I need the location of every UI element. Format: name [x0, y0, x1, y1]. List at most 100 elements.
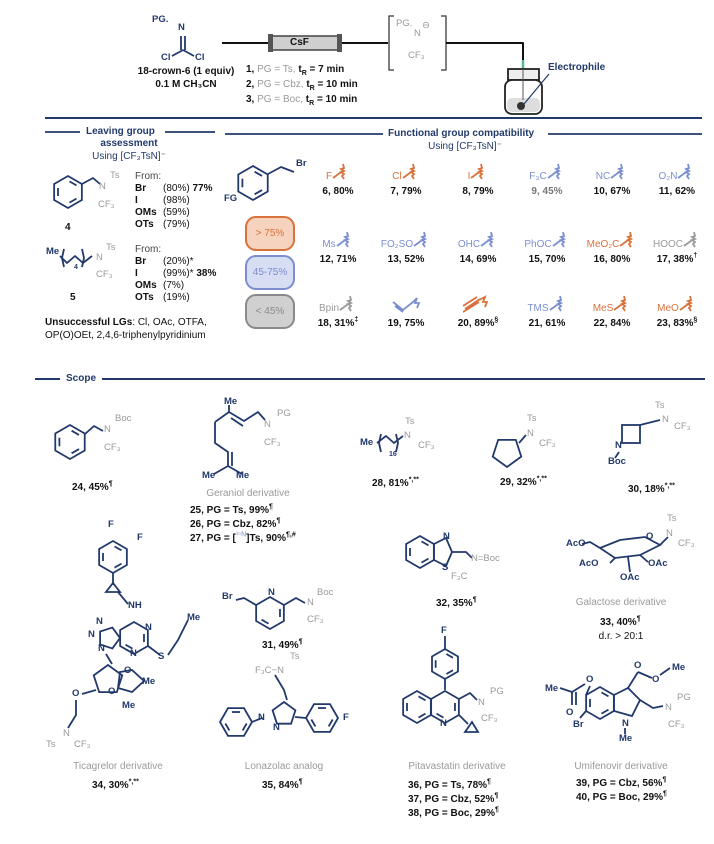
atom-cf3: CF₃ [104, 442, 121, 453]
atom-boc: Boc [115, 413, 132, 424]
footnote: ¶ [494, 792, 499, 800]
atom-n: N [96, 616, 103, 627]
ticagrelor-caption: Ticagrelor derivative [73, 761, 163, 772]
separator: , [470, 254, 477, 265]
reagent-cl-label: Cl [161, 52, 171, 63]
yield-value: 31% [334, 318, 355, 329]
yield-value: 70% [545, 254, 566, 265]
double-bond [254, 170, 263, 177]
unsuccessful-label: Unsuccessful LGs [45, 317, 133, 328]
wavy-attachment-icon [332, 163, 347, 180]
fg-result: 18, 31%‡ [301, 317, 375, 329]
atom-o: O [566, 707, 574, 718]
entry: 27, PG = [¹⁵N]Ts, 90%¶,# [190, 532, 296, 546]
bond [171, 49, 184, 57]
atom-cf3: CF₃ [668, 719, 685, 730]
entry-text: 38, PG = Boc, 29% [408, 808, 495, 819]
fg-substituent: I [441, 160, 515, 182]
double-bond [224, 723, 231, 731]
retention-time-sub: R [301, 70, 307, 77]
atom-o: O [634, 660, 642, 671]
atom-me: Me [46, 246, 60, 257]
atom-n: N [96, 252, 103, 263]
from-label: From: [135, 171, 162, 182]
atom-n: N [104, 424, 111, 435]
atom-cf3: CF₃ [307, 614, 324, 625]
fg-group-label: TMS [527, 303, 549, 314]
fg-group-label: MeO₂C [586, 239, 620, 250]
yield-value: 75% [404, 318, 425, 329]
yield-text: 35, 84% [262, 780, 299, 791]
atom-cf3: CF₃ [674, 421, 691, 432]
atom-cf3: CF₃ [539, 438, 556, 449]
compound-number: 9 [531, 186, 537, 197]
atom-n: N [145, 622, 152, 633]
pointer-line [523, 73, 550, 105]
double-bond [69, 180, 77, 187]
compound-number: 13 [387, 254, 399, 265]
double-bond [310, 719, 317, 727]
footnote: *,** [128, 778, 139, 786]
atom-me: Me [202, 470, 216, 481]
fg-group-label: I [467, 171, 471, 182]
fg-substituent [369, 292, 443, 314]
compound-number: 15 [528, 254, 540, 265]
geraniol-caption: Geraniol derivative [206, 488, 290, 499]
double-bond [69, 197, 77, 204]
footnote: † [693, 252, 698, 260]
entry: 26, PG = Cbz, 82%¶ [190, 518, 296, 532]
atom-n: N [622, 718, 629, 729]
parenthesis [61, 248, 65, 268]
bond [452, 551, 473, 559]
footnote: ¶ [276, 517, 281, 525]
compound-34-label: 34, 30%*,** [92, 778, 139, 792]
bond [614, 451, 620, 459]
yield-text: 33, 40% [600, 617, 637, 628]
bond [659, 667, 671, 676]
lg-yield: 38% [196, 268, 217, 279]
bond [639, 554, 649, 563]
lg-conversion: (59%) [163, 207, 190, 218]
atom-me: Me [142, 676, 156, 687]
double-bond [230, 417, 244, 427]
fg-item: 19, 75% [369, 292, 443, 329]
galactose-caption: Galactose derivative [575, 597, 667, 608]
compound-28-label: 28, 81%*,** [372, 477, 419, 490]
reagent-n-label: N [178, 22, 185, 33]
atom-n-boc: N=Boc [471, 553, 500, 564]
entry: 25, PG = Ts, 99%¶ [190, 504, 296, 518]
fg-group-label: F₃C [529, 171, 547, 182]
footnote: ¶ [663, 790, 667, 798]
parenthesis [378, 433, 382, 453]
bond [167, 619, 189, 656]
compound-30-label: 30, 18%*,** [628, 483, 675, 496]
fg-result: 12, 71% [301, 254, 375, 265]
lonazolac-caption: Lonazolac analog [244, 761, 324, 772]
fg-result: 20, 89%§ [441, 317, 515, 329]
umifenovir-caption: Umifenovir derivative [574, 761, 668, 772]
atom-n: N [258, 712, 265, 723]
bond [458, 714, 469, 725]
atom-n: N [273, 722, 280, 733]
atom-oac: OAc [648, 558, 668, 569]
wavy-attachment-icon [547, 163, 561, 180]
stir-bar [517, 102, 525, 110]
atom-cf3: CF₃ [74, 739, 91, 750]
reagent-entry: 1, PG = Ts, tR = 7 min [246, 64, 358, 79]
double-bond [418, 695, 426, 702]
fg-result: 14, 69% [441, 254, 515, 265]
separator: , [539, 254, 546, 265]
retention-time-label: t [305, 94, 310, 105]
fg-result: 10, 67% [575, 186, 649, 197]
atom-me: Me [672, 662, 686, 673]
fg-group-label: Bpin [318, 303, 339, 314]
fg-result: 21, 61% [510, 318, 584, 329]
compound-number: 16 [593, 254, 605, 265]
yield-text: 32, 35% [436, 598, 473, 609]
fg-substituent: O₂N [640, 160, 714, 182]
atom-ts: Ts [110, 170, 120, 181]
legend-box: > 75% [245, 216, 295, 251]
